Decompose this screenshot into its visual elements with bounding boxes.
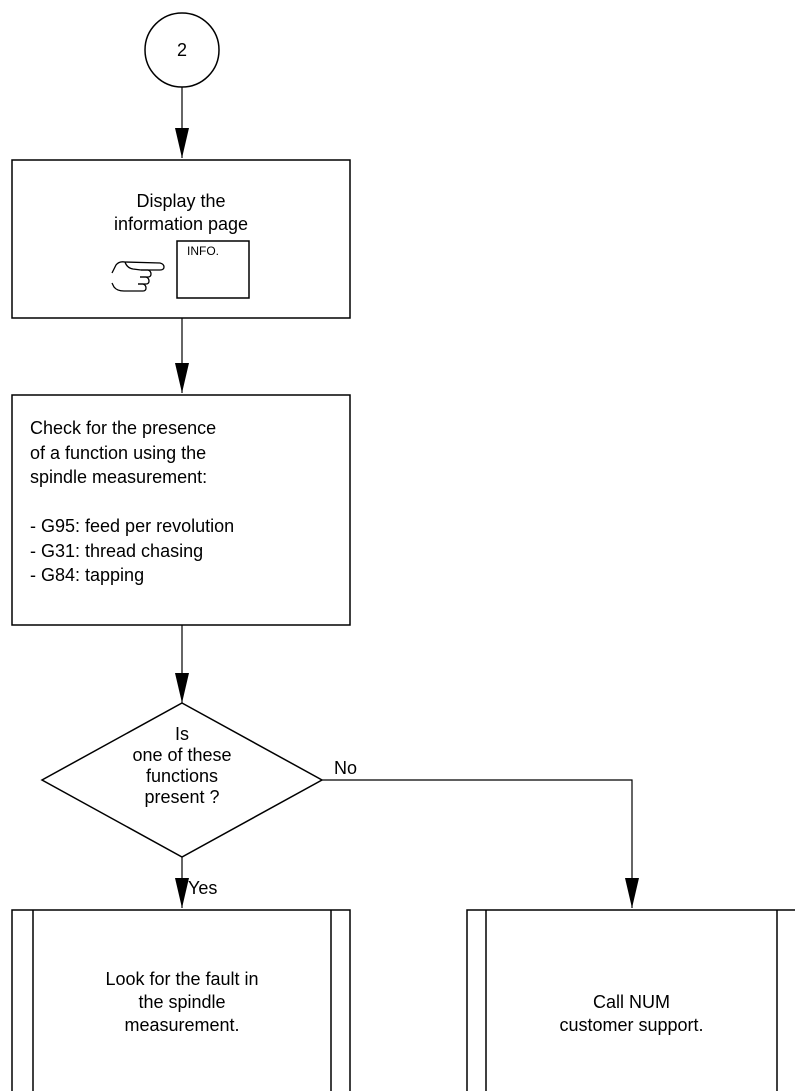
connector-label: 2	[176, 40, 187, 60]
decision-line: functions	[145, 766, 219, 786]
branch-yes-label: Yes	[188, 878, 218, 898]
check-line: of a function using the	[30, 442, 207, 463]
result-right-line: Call NUM	[592, 992, 670, 1012]
result-left-line: Look for the fault in	[105, 969, 259, 989]
pointing-hand-icon	[111, 261, 165, 292]
decision-line: present ?	[144, 787, 220, 807]
arrow-no-branch	[322, 779, 633, 908]
result-right-box	[466, 909, 795, 1091]
check-box	[11, 394, 351, 626]
display-line-2: information page	[113, 214, 249, 234]
check-line: - G95: feed per revolution	[30, 516, 235, 536]
result-right-text: Call NUM customer support.	[486, 991, 777, 1037]
info-key-label: INFO.	[187, 244, 219, 258]
result-left-box	[11, 909, 351, 1091]
info-key-box	[176, 240, 250, 299]
display-box-title: Display the information page	[12, 190, 350, 236]
check-line: - G31: thread chasing	[30, 540, 204, 561]
result-left-text: Look for the fault in the spindle measur…	[33, 968, 331, 1037]
check-line: spindle measurement:	[30, 467, 208, 487]
result-left-line: measurement.	[124, 1015, 240, 1035]
branch-no-label: No	[334, 758, 358, 778]
result-left-line: the spindle	[138, 992, 226, 1012]
result-right-line: customer support.	[559, 1015, 704, 1035]
display-box	[11, 159, 351, 319]
check-line: - G84: tapping	[30, 565, 145, 585]
check-line	[30, 490, 234, 515]
decision-line: Is	[174, 724, 189, 744]
decision-line: one of these	[132, 745, 232, 765]
check-line: Check for the presence	[30, 418, 217, 438]
check-box-text: Check for the presence of a function usi…	[30, 416, 234, 588]
decision-text: Is one of these functions present ?	[112, 724, 252, 808]
display-line-1: Display the	[136, 191, 226, 211]
